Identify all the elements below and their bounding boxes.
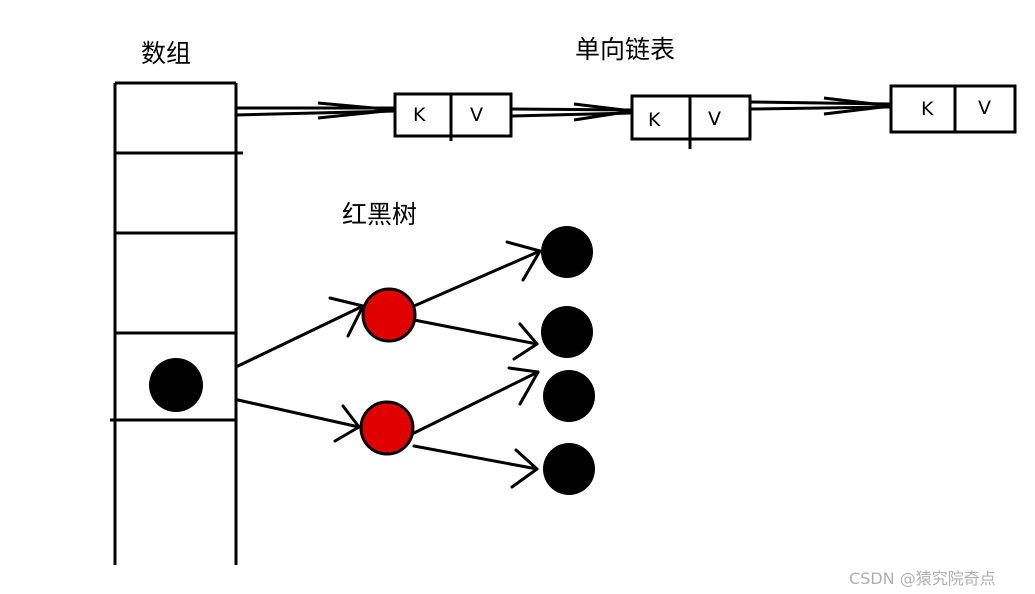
tree-edge xyxy=(412,370,540,435)
red-tree-node xyxy=(359,400,415,456)
list-node-box xyxy=(393,92,513,138)
array-label: 数组 xyxy=(141,39,192,68)
black-leaf-node xyxy=(541,226,593,278)
array-bucket-node xyxy=(149,358,203,412)
black-leaf-node xyxy=(541,306,593,358)
list-node xyxy=(630,94,752,149)
black-leaf-node xyxy=(543,443,595,495)
tree-edge xyxy=(236,398,361,429)
watermark-text: CSDN @猿究院奇点 xyxy=(849,569,996,588)
list-node-value: V xyxy=(978,97,991,119)
red-black-tree-label: 红黑树 xyxy=(342,200,418,229)
tree-arrowhead xyxy=(328,296,365,338)
list-arrowhead xyxy=(573,102,633,122)
list-arrows xyxy=(235,96,892,122)
list-node-value: V xyxy=(708,108,721,130)
tree-arrowhead xyxy=(510,448,539,489)
tree-edge xyxy=(236,304,365,368)
tree-arrowhead xyxy=(505,240,542,282)
tree-edge xyxy=(412,249,542,308)
tree-edge xyxy=(412,444,539,471)
list-node-key: K xyxy=(413,104,426,126)
black-leaf-node xyxy=(543,370,595,422)
tree-arrows xyxy=(236,240,542,489)
red-tree-node xyxy=(361,287,417,343)
list-node xyxy=(393,92,513,141)
list-node-value: V xyxy=(470,104,483,126)
list-node-key: K xyxy=(648,109,661,131)
array-column xyxy=(110,81,243,565)
tree-arrowhead xyxy=(512,322,539,361)
list-node-box xyxy=(889,84,1017,134)
list-node xyxy=(889,84,1017,134)
tree-edge xyxy=(412,318,539,346)
tree-arrowhead xyxy=(333,404,361,443)
tree-arrowhead xyxy=(507,366,540,406)
linked-list-label: 单向链表 xyxy=(575,35,676,64)
list-node-key: K xyxy=(921,98,934,120)
